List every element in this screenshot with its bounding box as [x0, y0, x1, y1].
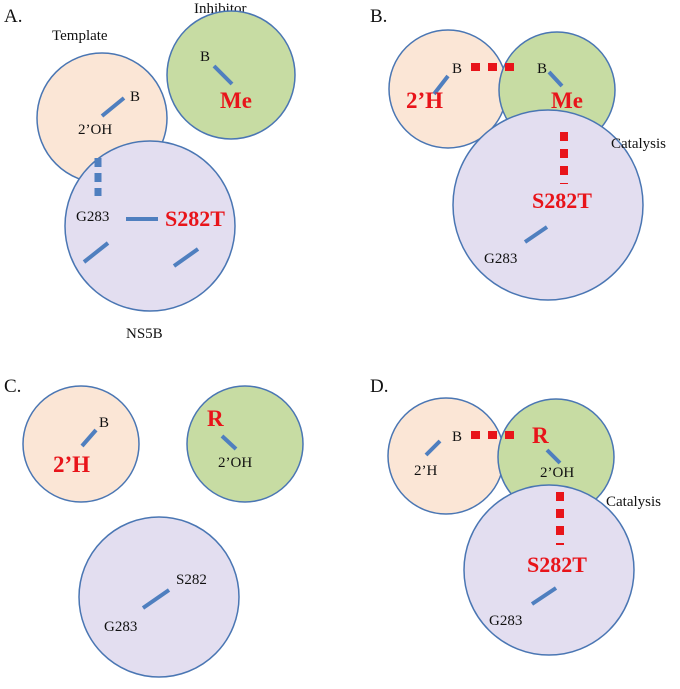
residue-s282: S282	[176, 572, 207, 588]
panel-a: A. Template Inhibitor B 2’OH B Me G283 S…	[4, 1, 296, 342]
template-sugar: 2’H	[414, 463, 437, 479]
panel-b: B. B 2’H B Me Catalysis S282T G283	[370, 6, 666, 301]
inhibitor-bond	[212, 64, 234, 86]
ns5b-bond-left	[82, 241, 110, 264]
ns5b-circle	[64, 140, 236, 312]
panel-c-label: C.	[4, 376, 21, 397]
template-sugar: 2’OH	[78, 122, 112, 138]
template-circle	[22, 385, 140, 503]
ns5b-circle	[463, 484, 635, 656]
inhibitor-base: B	[537, 61, 547, 77]
template-base: B	[130, 89, 140, 105]
residue-g283: G283	[489, 613, 522, 629]
inhibitor-methyl: Me	[220, 88, 252, 113]
panel-c: C. B 2’H R 2’OH S282 G283	[4, 376, 304, 678]
catalysis-label: Catalysis	[606, 494, 661, 510]
template-base: B	[452, 61, 462, 77]
template-deoxy: 2’H	[406, 88, 443, 113]
ns5b-circle	[452, 109, 644, 301]
template-bond	[80, 428, 98, 448]
template-bond	[432, 74, 450, 96]
inhibitor-sugar: 2’OH	[540, 465, 574, 481]
inhibitor-base: B	[200, 49, 210, 65]
catalysis-label: Catalysis	[611, 136, 666, 152]
residue-g283: G283	[104, 619, 137, 635]
template-base: B	[99, 415, 109, 431]
inhibitor-bond	[220, 434, 238, 451]
residue-g283: G283	[484, 251, 517, 267]
inhibitor-circle	[186, 385, 304, 503]
inhibitor-bond	[547, 70, 564, 88]
inhibitor-base: R	[532, 423, 549, 448]
residue-s282t: S282T	[527, 552, 587, 577]
panel-d: D. B 2’H R 2’OH Catalysis S282T G283	[370, 376, 661, 656]
inhibitor-methyl: Me	[551, 88, 583, 113]
inhibitor-bond	[545, 448, 562, 465]
ns5b-bond-right	[172, 247, 200, 268]
s282t-g283-bond	[530, 586, 558, 606]
s282t-g283-bond	[523, 225, 549, 244]
panel-a-label: A.	[4, 6, 22, 27]
template-deoxy: 2’H	[53, 452, 90, 477]
template-circle	[387, 397, 505, 515]
template-bond	[424, 439, 442, 457]
residue-g283: G283	[76, 209, 109, 225]
template-label: Template	[52, 28, 108, 44]
panel-b-label: B.	[370, 6, 387, 27]
enzyme-label: NS5B	[126, 326, 163, 342]
inhibitor-circle	[166, 10, 296, 140]
template-bond	[100, 96, 126, 118]
template-base: B	[452, 429, 462, 445]
residue-s282t: S282T	[532, 188, 592, 213]
inhibitor-sugar: 2’OH	[218, 455, 252, 471]
panel-d-label: D.	[370, 376, 388, 397]
residue-s282t: S282T	[165, 206, 225, 231]
s282-g283-bond	[141, 588, 171, 610]
inhibitor-base: R	[207, 406, 224, 431]
